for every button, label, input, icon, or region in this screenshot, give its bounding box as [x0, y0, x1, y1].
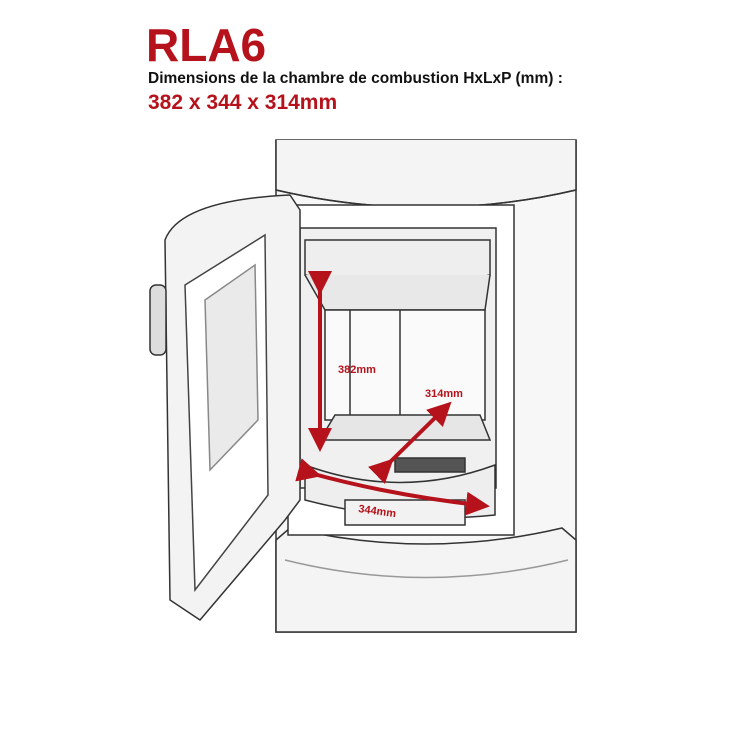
width-label: 344mm [358, 503, 397, 520]
height-label: 382mm [338, 364, 376, 376]
door-handle [149, 284, 167, 356]
model-title: RLA6 [146, 19, 267, 71]
dimensions-value: 382 x 344 x 314mm [148, 91, 338, 114]
stove-body [275, 139, 577, 633]
open-door [149, 194, 301, 621]
dimension-arrows [295, 271, 490, 516]
depth-label: 314mm [425, 388, 463, 400]
width-arrow [295, 458, 490, 516]
depth-arrow [368, 401, 452, 484]
dimensions-subtitle: Dimensions de la chambre de combustion H… [148, 70, 563, 87]
